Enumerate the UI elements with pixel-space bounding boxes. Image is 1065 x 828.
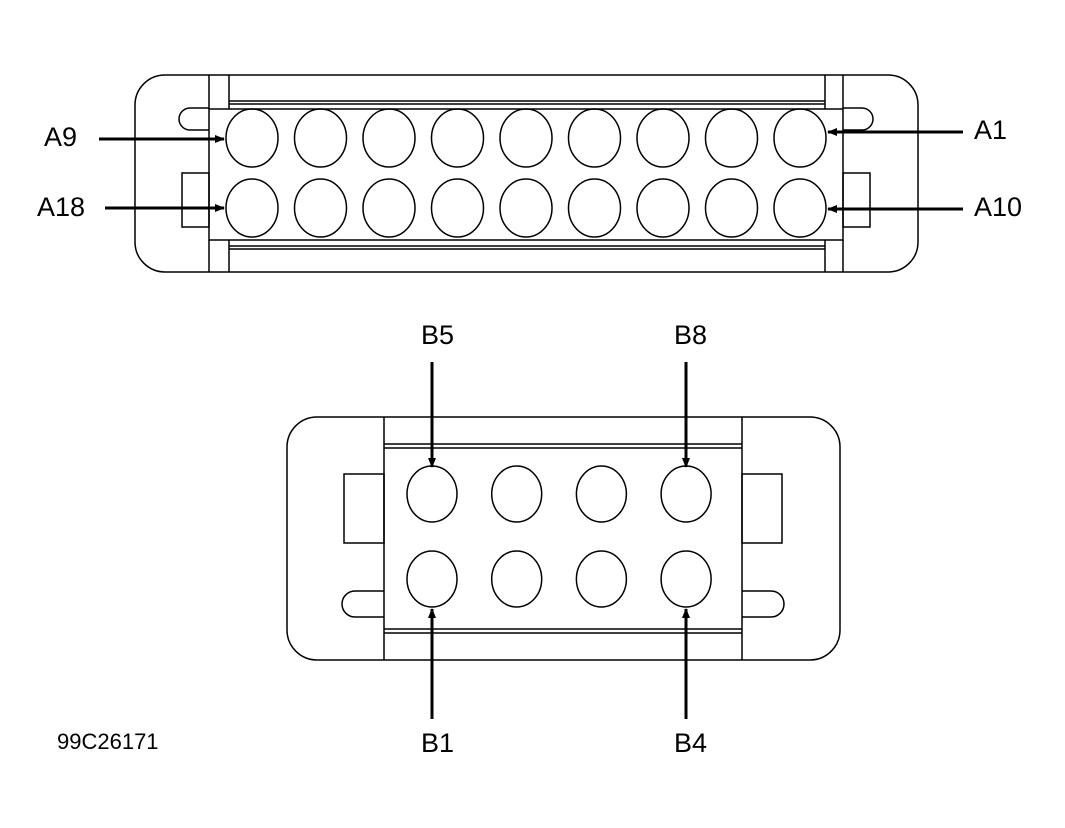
connector-a-pin-r1-c2	[293, 108, 348, 168]
connector-b-pin-r1-c4	[660, 465, 712, 523]
connector-b-right-key	[741, 473, 783, 544]
figure-id: 99C26171	[57, 729, 159, 754]
connector-a-pin-r2-c7	[636, 178, 690, 238]
connector-b-pin-r2-c4	[660, 550, 712, 608]
connector-a-left-key	[181, 172, 210, 228]
connector-a-pin-r1-c1	[225, 108, 279, 168]
label-a1: A1	[974, 115, 1008, 145]
connector-a	[134, 74, 919, 273]
connector-a-pin-r1-c7	[636, 108, 690, 168]
connector-a-pin-r1-c9	[773, 108, 827, 168]
connector-b-pin-r2-c3	[575, 550, 628, 608]
connector-a-pins	[225, 108, 827, 238]
connector-a-pin-r2-c2	[293, 178, 348, 238]
connector-b-left-latch	[341, 590, 384, 618]
connector-a-pin-r2-c9	[773, 178, 827, 238]
connector-a-right-latch	[843, 107, 874, 131]
connector-a-pin-block	[208, 108, 844, 241]
connector-b-pins	[406, 465, 712, 608]
connector-a-pin-r2-c4	[430, 178, 485, 238]
connector-a-pin-r2-c5	[499, 178, 553, 238]
connector-a-pin-r1-c5	[499, 108, 553, 168]
connector-b-housing	[286, 416, 841, 661]
label-a18: A18	[37, 192, 86, 222]
connector-b-pin-r1-c1	[406, 465, 458, 523]
connector-a-pin-r2-c6	[567, 178, 622, 238]
connector-b-pin-r2-c1	[406, 550, 458, 608]
connector-b-pin-r1-c2	[490, 465, 543, 523]
connector-b	[286, 416, 841, 661]
label-b8: B8	[674, 320, 708, 350]
connector-a-pin-r1-c3	[362, 108, 416, 168]
connector-a-right-key	[842, 172, 871, 228]
connector-a-left-latch	[178, 107, 209, 131]
connector-b-right-latch	[742, 590, 785, 618]
connector-b-pin-r2-c2	[490, 550, 543, 608]
connector-a-pin-r2-c3	[362, 178, 416, 238]
label-b5: B5	[421, 320, 455, 350]
connector-a-pin-r2-c8	[704, 178, 759, 238]
label-b1: B1	[421, 728, 455, 758]
connector-b-left-key	[343, 473, 385, 544]
connector-b-pin-r1-c3	[575, 465, 628, 523]
label-a10: A10	[974, 192, 1023, 222]
connector-a-pin-r1-c4	[430, 108, 485, 168]
connector-a-housing	[134, 74, 919, 273]
connector-a-pin-r2-c1	[225, 178, 279, 238]
label-b4: B4	[674, 728, 708, 758]
connector-a-pin-r1-c8	[704, 108, 759, 168]
connector-a-pin-r1-c6	[567, 108, 622, 168]
label-a9: A9	[44, 122, 78, 152]
